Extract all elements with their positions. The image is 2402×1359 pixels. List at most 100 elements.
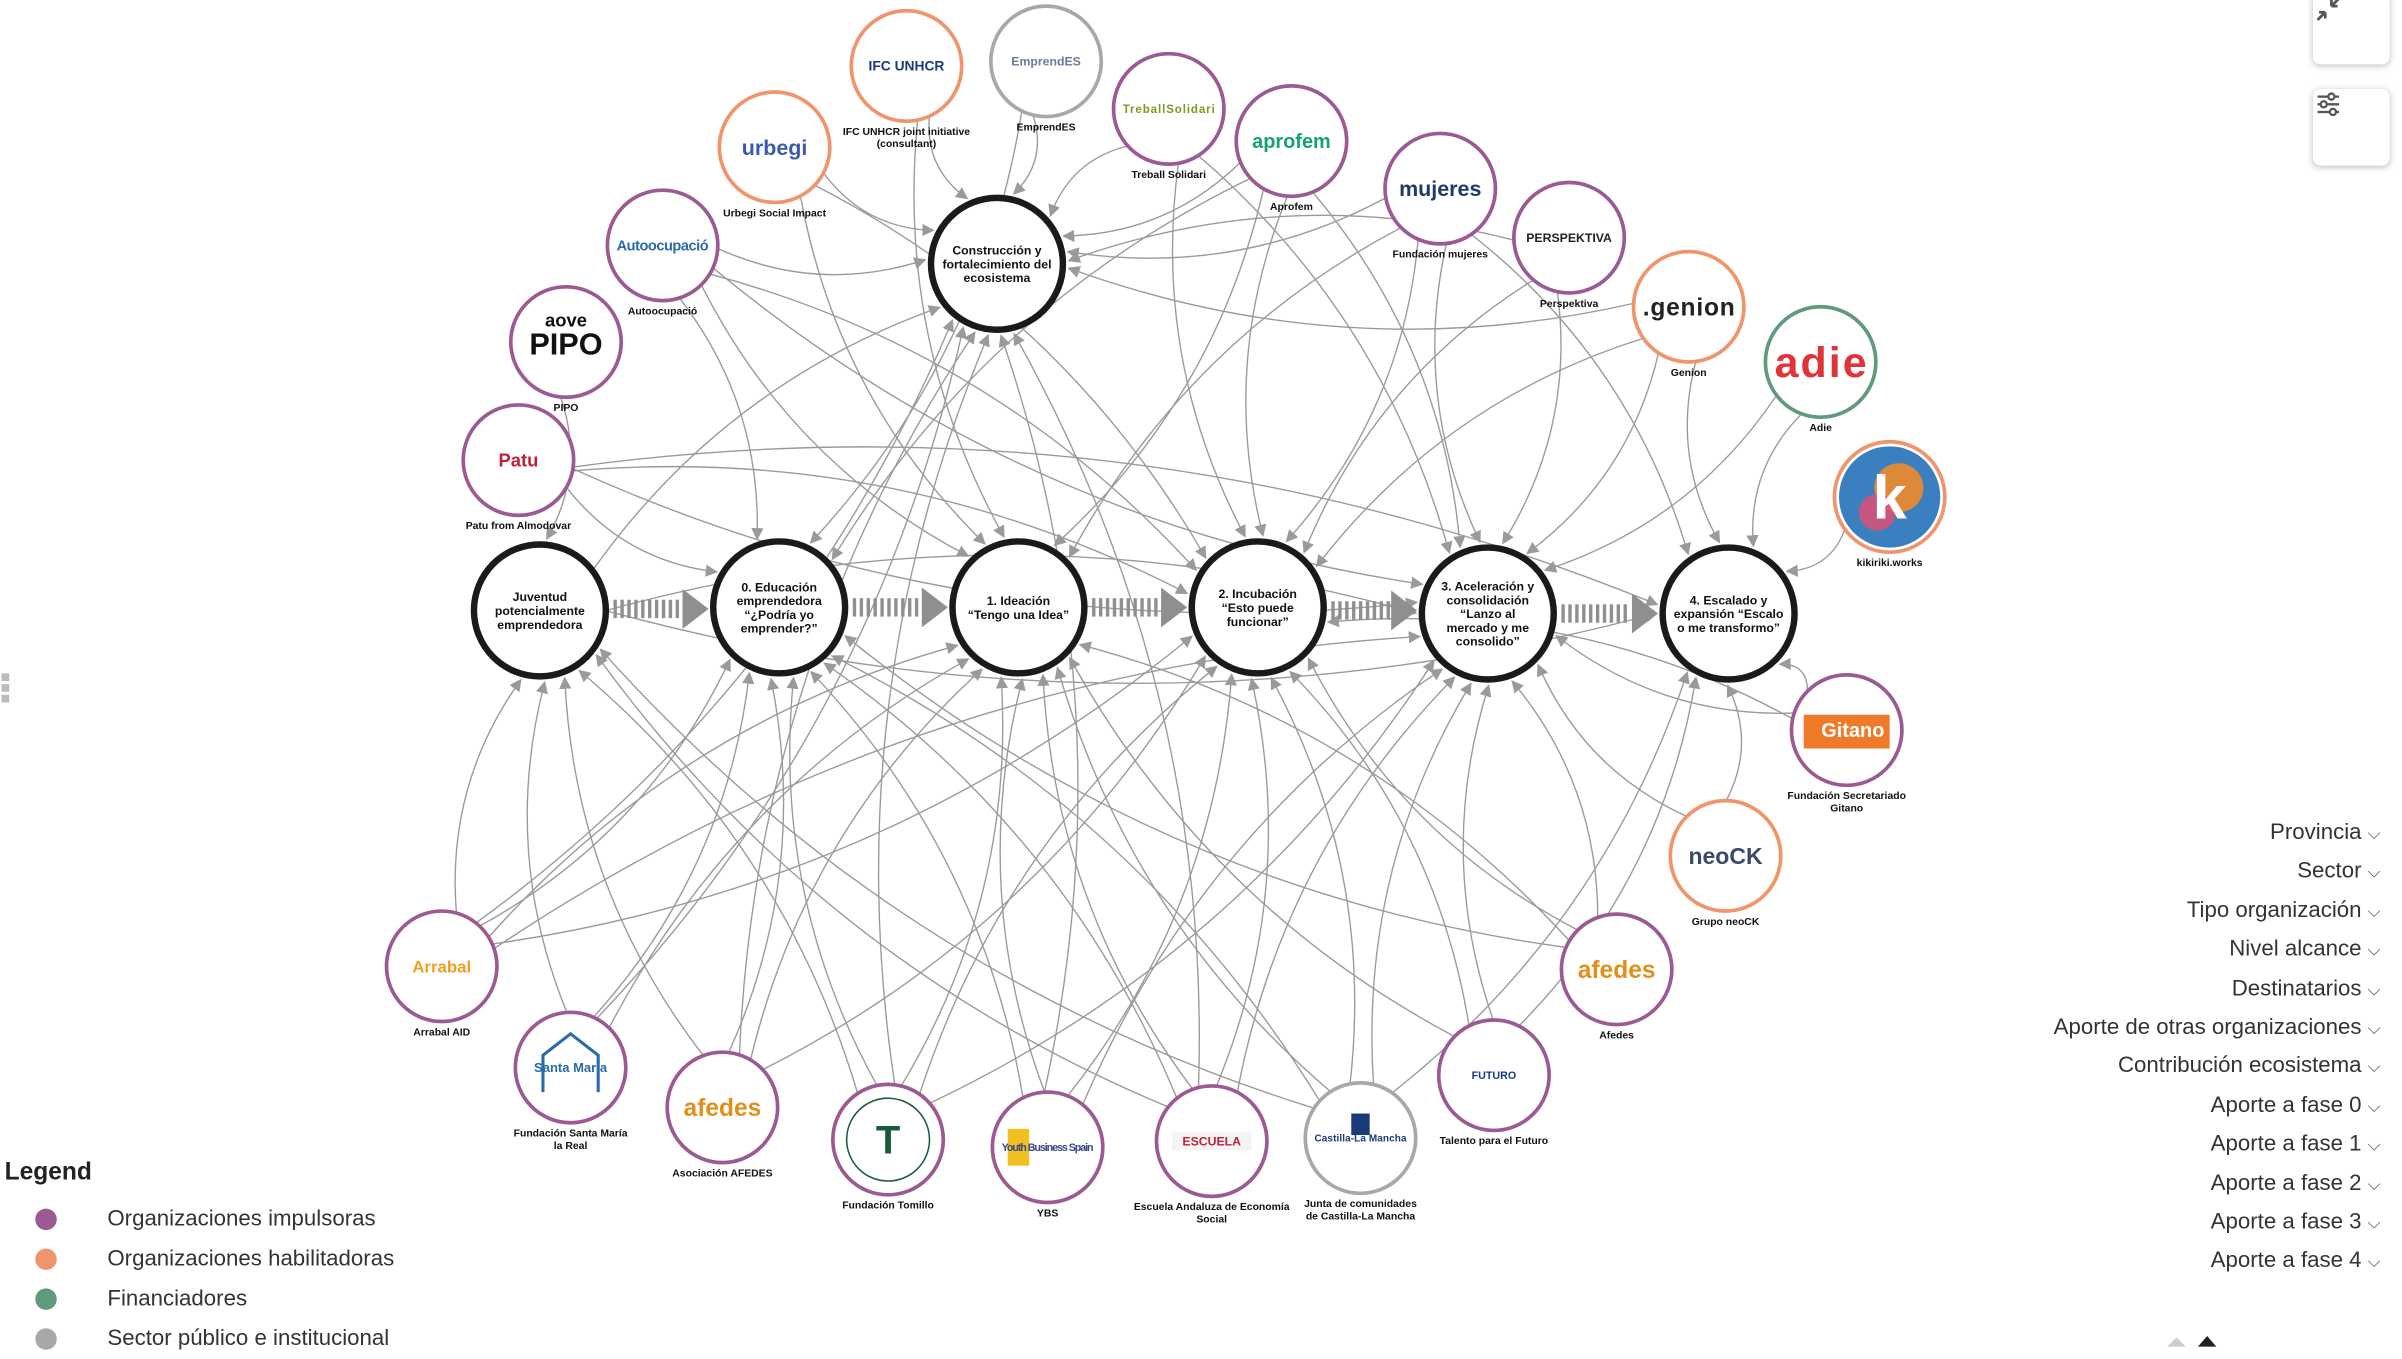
filter-label: Nivel alcance [2229,937,2362,962]
chevron-down-icon: ⌵ [2367,1097,2381,1117]
edge-P-ECO [591,305,942,571]
org-circle [831,1082,946,1197]
chevron-down-icon: ⌵ [2367,1136,2381,1156]
filter-dropdown-3[interactable]: Nivel alcance⌵ [2054,931,2380,970]
edge-urb-ECO [822,172,935,237]
settings-button[interactable] [2312,88,2390,166]
org-label-line: Grupo neoCK [1692,917,1760,928]
edge-gen-F4 [1686,361,1720,544]
org-logo-text: mujeres [1399,177,1481,201]
org-logo-text: Autoocupació [617,238,709,254]
edge-muj-F3 [1434,243,1481,544]
legend-color-dot [35,1328,57,1350]
filter-dropdown-6[interactable]: Contribución ecosistema⌵ [2054,1048,2380,1087]
legend-label: Financiadores [107,1286,248,1312]
org-label-line: Autoocupació [628,306,697,317]
org-circle [513,1010,628,1125]
edge-tom-ECO [877,333,990,1085]
edge-neo-F4 [1725,684,1743,801]
org-logo-text: IFC UNHCR [869,59,945,74]
filter-dropdown-4[interactable]: Destinatarios⌵ [2054,970,2381,1009]
filter-label: Contribución ecosistema [2117,1054,2362,1079]
adie-logo-icon: adie [1775,339,1867,387]
edge-aut-F0 [678,297,764,541]
filter-dropdown-0[interactable]: Provincia⌵ [2054,814,2380,853]
urbegi-logo-icon: urbegi [742,136,808,160]
phase-node-f1[interactable]: 1. Ideación“Tengo una Idea” [949,538,1088,677]
phase-label-line: mercado y me [1447,621,1530,635]
org-logo-text: .genion [1643,294,1735,321]
filter-dropdown-7[interactable]: Aporte a fase 0⌵ [2054,1087,2381,1126]
filter-dropdown-1[interactable]: Sector⌵ [2054,853,2380,892]
edge-apr-F3 [1312,191,1466,549]
edge-asa-ECO [738,331,976,1055]
perspektiva-logo-icon: PERSPEKTIVA [1526,231,1612,245]
kikiriki-logo-icon: k [1839,446,1941,548]
edge-tom-P [578,669,859,1094]
collapse-button[interactable] [2312,0,2390,65]
filter-dropdown-8[interactable]: Aporte a fase 1⌵ [2054,1126,2381,1165]
org-label-line: Junta de comunidades [1304,1199,1417,1210]
org-logo-text: aprofem [1252,131,1331,153]
edge-asa-P [559,676,704,1056]
filter-dropdown-10[interactable]: Aporte a fase 3⌵ [2054,1204,2381,1243]
edge-muj-F4 [1470,233,1691,556]
phase-label-line: “Lanzo al [1460,607,1515,621]
phase-label-line: o me transformo” [1677,621,1780,635]
org-label-line: Social [1196,1214,1227,1225]
edge-sta-F0 [592,671,755,1018]
phase-flow-layer [613,587,1659,634]
arrabal-logo-icon: Arrabal [412,957,471,976]
org-label-line: Genion [1671,368,1707,379]
filter-dropdown-5[interactable]: Aporte de otras organizaciones⌵ [2054,1009,2381,1048]
filter-dropdown-9[interactable]: Aporte a fase 2⌵ [2054,1165,2381,1204]
edge-neo-F3 [1536,663,1688,818]
edge-gta-F4 [1778,657,1809,692]
side-panel-handle[interactable] [0,672,12,706]
org-circle [1383,131,1498,246]
edge-arr-F3 [493,631,1422,950]
phase-label-line: expansión “Escalo [1674,607,1784,621]
flow-arrow-P-F0 [613,588,709,629]
emprendes-logo-icon: EmprendES [1011,55,1081,69]
org-logo-text: afedes [684,1095,762,1122]
filter-dropdown-11[interactable]: Aporte a fase 4⌵ [2054,1243,2381,1282]
collapse-icon [2316,0,2340,21]
edge-sta-ECO [595,325,967,1020]
filter-dropdown-2[interactable]: Tipo organización⌵ [2054,892,2381,931]
edge-sta-F1 [608,658,970,1029]
filter-label: Aporte a fase 2 [2210,1171,2362,1196]
